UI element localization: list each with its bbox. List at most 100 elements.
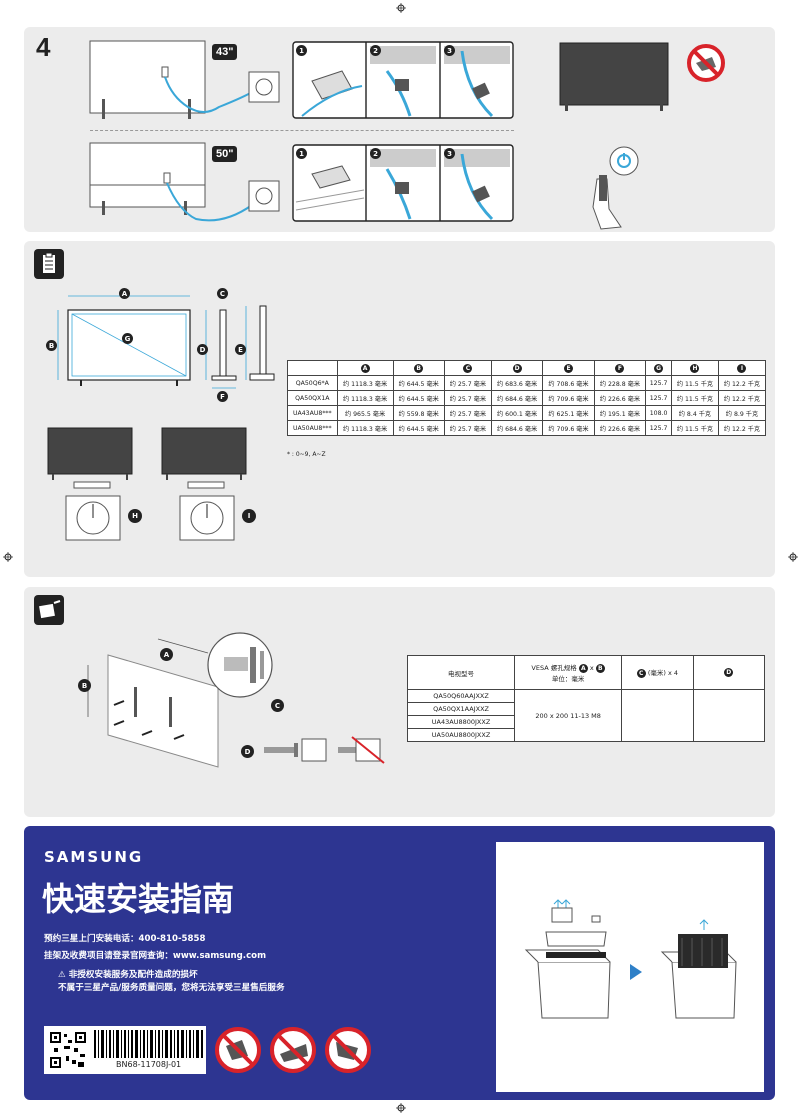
model-footnote: * : 0~9, A~Z [287,451,326,458]
weight-label-h: H [128,509,142,523]
no-pressing-icon [270,1027,316,1073]
cable-clip-steps-50 [292,144,514,222]
model-cell: QA50Q60AAJXXZ [406,689,516,703]
table-cell: 约 12.2 千克 [717,420,767,436]
vesa-c-unit: (毫米) [647,669,666,677]
table-cell: 约 644.5 毫米 [392,390,445,406]
step-number: 4 [36,32,51,62]
col-header-b: B [414,363,424,373]
col-header-c: C [463,363,473,373]
no-grabbing-icon [325,1027,371,1073]
vesa-header-label: VESA 螺孔规格 [531,664,577,672]
barcode-box: BN68-11708J-01 [44,1026,206,1074]
substep-3-badge-43: 3 [444,45,455,56]
table-cell: 约 25.7 毫米 [443,405,492,421]
table-row: QA50QX1A 约 1118.3 毫米 约 644.5 毫米 约 25.7 毫… [287,390,767,406]
table-cell: 约 965.5 毫米 [336,405,394,421]
substep-1-badge-43: 1 [296,45,307,56]
cover-section: SAMSUNG 快速安装指南 预约三星上门安装电话：400-810-5858 挂… [24,826,775,1100]
model-cell: UA50AU8800JXXZ [406,728,516,742]
table-cell: 约 195.1 毫米 [593,405,647,421]
website-line: 挂架及收费项目请登录官网查询：www.samsung.com [44,951,267,961]
registration-mark-bottom [396,1103,406,1113]
divider [90,130,514,131]
table-cell: 约 8.4 千克 [670,405,719,421]
table-cell: 约 600.1 毫米 [490,405,544,421]
vesa-x4: x 4 [667,669,679,677]
table-cell: 约 644.5 毫米 [392,375,445,391]
screw-depth-diagram [264,736,385,764]
table-cell: 约 709.6 毫米 [542,390,595,406]
tv-front-illustration [559,42,669,111]
table-cell: 125.7 [645,420,672,436]
table-cell: 约 1118.3 毫米 [336,420,394,436]
vesa-b-badge: B [595,664,605,673]
table-cell: 约 709.6 毫米 [542,420,595,436]
table-cell: 约 25.7 毫米 [443,390,492,406]
col-header-d: D [512,363,522,373]
table-cell: 约 12.2 千克 [717,375,767,391]
warning-line-1: ⚠ 非授权安装服务及配件造成的损坏 [58,970,198,980]
wall-mount-section: A B C D 电视型号 VESA 螺孔规格 A x B 单位：毫米 C (毫米… [24,587,775,817]
table-row: QA50Q6*A 约 1118.3 毫米 约 644.5 毫米 约 25.7 毫… [287,375,767,391]
col-header-e: E [564,363,574,373]
model-cell: QA50QX1AAJXXZ [406,702,516,716]
model-header: 电视型号 [406,655,516,690]
dim-label-g: G [122,333,133,344]
tv-back-50-illustration [89,142,280,222]
table-cell: 108.0 [645,405,672,421]
table-cell: 约 625.1 毫米 [542,405,595,421]
dim-label-a: A [119,288,130,299]
substep-1-badge-50: 1 [296,148,307,159]
substep-2-badge-43: 2 [370,45,381,56]
registration-mark-top [396,3,406,13]
table-cell: 约 1118.3 毫米 [336,375,394,391]
brand-logo: SAMSUNG [44,848,144,866]
warning-line-2: 不属于三星产品/服务质量问题，您将无法享受三星售后服务 [58,983,285,993]
tv-back-43-illustration [89,40,280,119]
table-cell: 约 226.6 毫米 [593,390,647,406]
spec-table-header: A B C D E F G H I [287,360,767,376]
table-cell: 约 228.8 毫米 [593,375,647,391]
wall-label-d: D [241,745,254,758]
cable-clip-steps-43 [292,41,514,119]
model-cell: UA43AU8*** [287,405,338,421]
no-hand-icon [687,44,725,82]
col-header-h: H [690,363,700,373]
model-cell: UA50AU8*** [287,420,338,436]
vesa-table: 电视型号 VESA 螺孔规格 A x B 单位：毫米 C (毫米) x 4 D … [406,655,766,742]
substep-2-badge-50: 2 [370,148,381,159]
no-lifting-icon [215,1027,261,1073]
col-header-i: I [737,363,747,373]
dim-label-d: D [197,344,208,355]
table-cell: 约 11.5 千克 [670,375,719,391]
vesa-value: 200 x 200 11-13 M8 [514,689,623,742]
model-cell: QA50Q6*A [287,375,338,391]
wall-mount-icon [34,595,64,625]
vesa-a-badge: A [578,664,588,673]
dim-label-b: B [46,340,57,351]
wall-mount-diagram [87,632,273,768]
unboxing-illustration [496,842,764,1092]
vesa-d-badge: D [724,668,734,677]
registration-mark-left [3,552,13,562]
vesa-unit: 单位：毫米 [551,675,585,683]
size-badge-50: 50" [212,146,238,162]
page-title: 快速安装指南 [42,880,235,918]
spec-table: A B C D E F G H I QA50Q6*A 约 1118.3 毫米 约… [287,360,767,436]
table-row: QA50Q60AAJXXZ 200 x 200 11-13 M8 [406,689,766,742]
barcode [94,1030,203,1058]
table-cell: 约 8.9 千克 [717,405,767,421]
table-cell: 约 12.2 千克 [717,390,767,406]
table-cell: 约 644.5 毫米 [392,420,445,436]
clipboard-icon [34,249,64,279]
dim-label-f: F [217,391,228,402]
table-cell: 约 11.5 千克 [670,420,719,436]
substep-3-badge-50: 3 [444,148,455,159]
wall-label-c: C [271,699,284,712]
registration-mark-right [788,552,798,562]
table-row: UA50AU8*** 约 1118.3 毫米 约 644.5 毫米 约 25.7… [287,420,767,436]
model-cell: UA43AU8800JXXZ [406,715,516,729]
cable-management-step: 4 43" 1 2 3 [24,27,775,232]
vesa-c-badge: C [636,669,646,678]
